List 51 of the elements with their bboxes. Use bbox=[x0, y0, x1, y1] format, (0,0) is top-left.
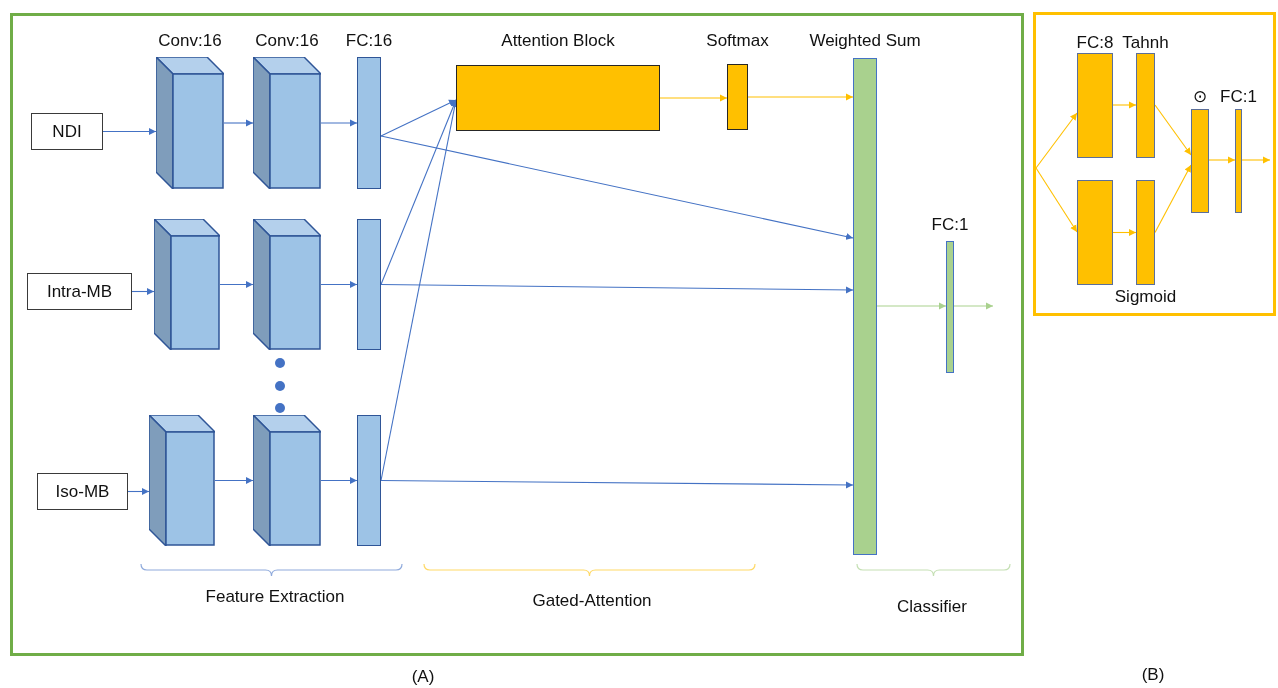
arrow bbox=[1112, 229, 1137, 236]
section-label: Feature Extraction bbox=[205, 586, 345, 608]
layer-label: Conv:16 bbox=[254, 31, 320, 51]
arrow bbox=[380, 135, 854, 240]
arrow bbox=[747, 93, 854, 101]
fc-layer bbox=[1077, 180, 1113, 285]
arrow bbox=[1208, 156, 1236, 164]
panel-caption: (A) bbox=[411, 666, 435, 688]
input-box: Intra-MB bbox=[27, 273, 132, 310]
layer-label: Conv:16 bbox=[157, 31, 223, 51]
arrow bbox=[320, 119, 358, 127]
arrow bbox=[380, 479, 854, 489]
layer-label: Softmax bbox=[705, 31, 770, 51]
arrow bbox=[1241, 156, 1271, 164]
arrow bbox=[380, 283, 854, 294]
panel-frame bbox=[1033, 12, 1276, 316]
arrow bbox=[876, 302, 947, 310]
arrow bbox=[953, 302, 994, 310]
layer-label: FC:8 bbox=[1075, 33, 1115, 53]
arrow bbox=[380, 99, 457, 286]
arrow bbox=[1035, 167, 1078, 233]
layer-label: FC:1 bbox=[930, 215, 970, 235]
arrow bbox=[1154, 164, 1192, 234]
arrow bbox=[214, 477, 254, 484]
arrow bbox=[380, 99, 457, 137]
section-label: Gated-Attention bbox=[532, 590, 652, 612]
fc-layer bbox=[357, 415, 381, 546]
layer-label: FC:1 bbox=[1219, 87, 1258, 107]
panel-frame bbox=[10, 13, 1024, 656]
input-box: Iso-MB bbox=[37, 473, 128, 510]
arrow bbox=[1035, 112, 1078, 169]
arrow bbox=[102, 128, 157, 135]
arrow bbox=[127, 488, 150, 495]
arrow bbox=[320, 281, 358, 288]
layer-label: Attention Block bbox=[500, 31, 616, 51]
arrow bbox=[659, 94, 728, 102]
panel-caption: (B) bbox=[1141, 664, 1165, 686]
section-label: Classifier bbox=[897, 596, 967, 618]
arrow bbox=[1112, 101, 1137, 109]
layer-label: Sigmoid bbox=[1113, 287, 1178, 307]
arrow bbox=[219, 281, 254, 288]
layer-label: Tahnh bbox=[1121, 33, 1170, 53]
fc-layer bbox=[357, 219, 381, 350]
layer-label: Weighted Sum bbox=[808, 31, 922, 51]
arrow bbox=[320, 477, 358, 484]
arrow bbox=[131, 288, 155, 295]
input-box: NDI bbox=[31, 113, 103, 150]
layer-label: ⊙ bbox=[1192, 87, 1208, 107]
layer-label: FC:16 bbox=[344, 31, 394, 51]
arrow bbox=[1154, 104, 1192, 156]
arrow bbox=[223, 119, 254, 127]
